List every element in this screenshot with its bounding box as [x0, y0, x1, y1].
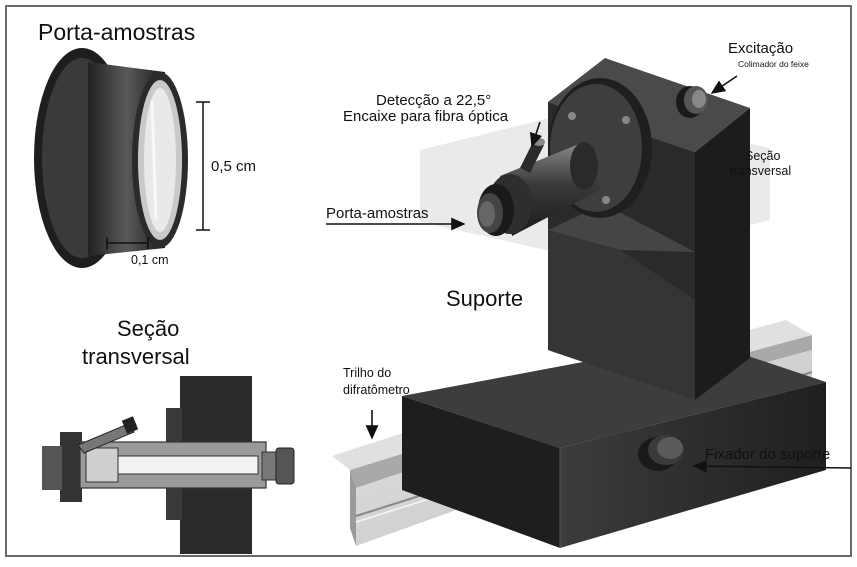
upright-side [695, 108, 750, 400]
cross-section-small-label-line2: transversal [730, 164, 791, 178]
sample-holder-ring-illustration [34, 48, 188, 268]
support-label: Suporte [446, 286, 523, 311]
cross-section-small-label-line1: Seção [745, 149, 780, 163]
detection-label-line1: Detecção a 22,5° [376, 92, 491, 109]
support-fixer-label: Fixador do suporte [705, 446, 830, 463]
beam-collimator-label: Colimador do feixe [738, 59, 809, 69]
thickness-dimension [106, 237, 149, 249]
rail-label-line1: Trilho do [343, 366, 391, 380]
cross-section-knob [275, 447, 295, 485]
cross-section-bore [117, 455, 259, 475]
sample-holder-title: Porta-amostras [38, 19, 195, 45]
cross-section-title-line1: Seção [117, 316, 179, 341]
detection-arrow [529, 121, 543, 148]
support-fixer-knob [638, 435, 684, 471]
excitation-collimator [676, 86, 708, 118]
height-dimension [196, 101, 210, 231]
cross-section-illustration [42, 376, 295, 554]
cross-section-fiber-port [77, 423, 135, 454]
height-dimension-label: 0,5 cm [211, 158, 256, 175]
detection-label-line2: Encaixe para fibra óptica [343, 108, 509, 125]
rail-label-line2: difratômetro [343, 383, 410, 397]
fiber-port [520, 140, 544, 173]
sample-holder-cylinder [477, 138, 600, 236]
figure-frame [5, 5, 852, 557]
cross-section-title-line2: transversal [82, 344, 190, 369]
support-fixer-arrow [692, 459, 852, 473]
cross-section-cap [60, 432, 82, 502]
excitation-label: Excitação [728, 40, 793, 57]
sample-holder-arrow-label: Porta-amostras [326, 205, 429, 222]
excitation-arrow [710, 75, 738, 94]
thickness-dimension-label: 0,1 cm [131, 253, 169, 267]
